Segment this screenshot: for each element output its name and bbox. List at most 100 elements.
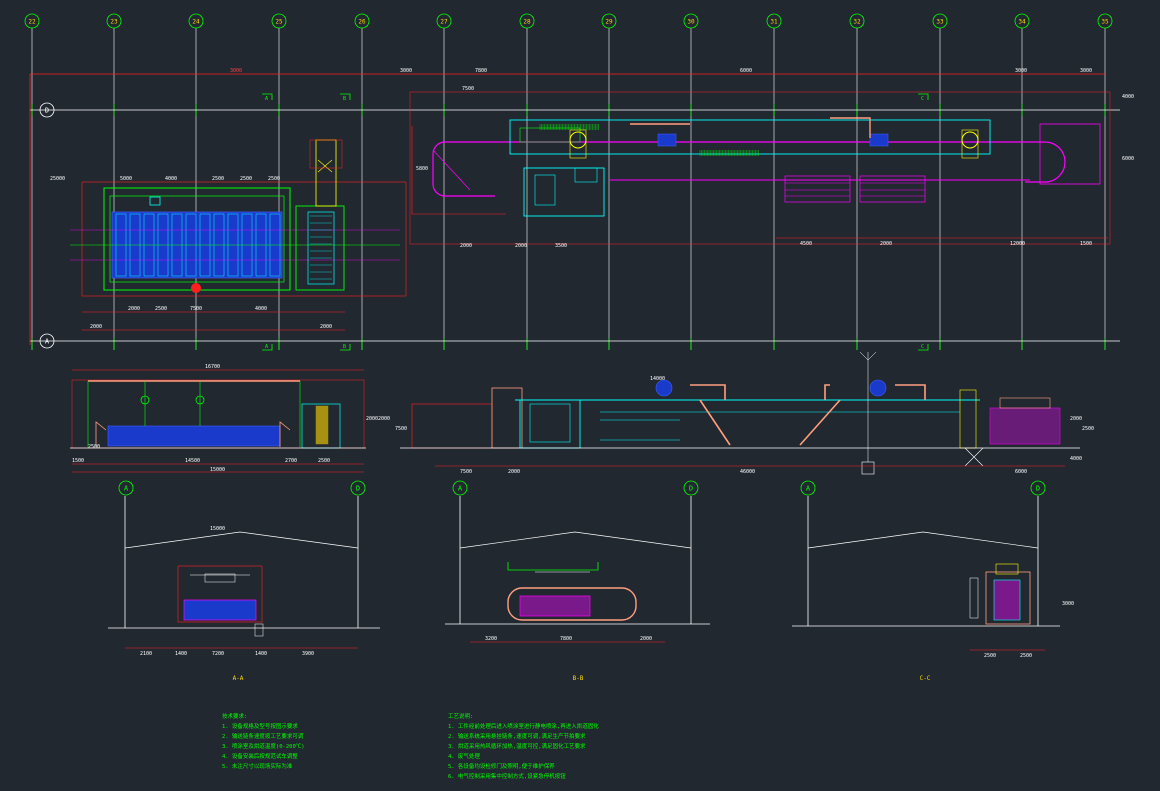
svg-text:D: D (689, 485, 693, 493)
svg-text:1400: 1400 (255, 651, 267, 657)
grid-axis-bubble (106, 13, 122, 29)
svg-text:2000: 2000 (128, 306, 140, 312)
plan-rack-area (784, 175, 926, 203)
elevation-right: 7500 2000 14000 2500 4000 7500 2000 4600… (395, 351, 1094, 475)
axis-label-a: A (45, 338, 50, 346)
plan-spray-booth: 25000 5000 4000 2500 2500 2500 2000 2500… (50, 139, 407, 331)
svg-text:7500: 7500 (190, 306, 202, 312)
grid-axis-label: 34 (1018, 19, 1026, 26)
svg-text:7500: 7500 (462, 86, 474, 92)
svg-text:14500: 14500 (185, 458, 200, 464)
svg-text:16700: 16700 (205, 364, 220, 370)
svg-text:2000: 2000 (378, 416, 390, 422)
svg-text:25000: 25000 (50, 176, 65, 182)
grid-axis-bubble (519, 13, 535, 29)
section-caption-c: C-C (920, 675, 931, 682)
svg-text:2000: 2000 (508, 469, 520, 475)
grid-axis-bubble (932, 13, 948, 29)
svg-text:14000: 14000 (650, 376, 665, 382)
grid-axis-bubble (271, 13, 287, 29)
grid-axis-bubble (436, 13, 452, 29)
svg-text:2000: 2000 (90, 324, 102, 330)
svg-text:A: A (124, 485, 129, 493)
svg-text:3900: 3900 (302, 651, 314, 657)
svg-text:2000: 2000 (515, 243, 527, 249)
grid-axis-label: 31 (770, 19, 778, 26)
svg-text:2500: 2500 (1082, 426, 1094, 432)
notes-left: 技术要求: 1. 设备规格及型号按图示要求 2. 输送链条速度按工艺要求可调 3… (222, 712, 305, 770)
svg-text:4. 设备安装后按规范试车调整: 4. 设备安装后按规范试车调整 (222, 752, 298, 760)
oven-hatch-lines (539, 124, 759, 156)
svg-text:A: A (458, 485, 463, 493)
grid-axis-label: 29 (605, 19, 613, 26)
svg-text:1. 工件经前处理后进入喷涂室进行静电喷涂,再进入烘道固化: 1. 工件经前处理后进入喷涂室进行静电喷涂,再进入烘道固化 (448, 722, 599, 730)
notes-left-title: 技术要求: (222, 712, 247, 720)
section-view-b: 3200 7800 2000 A D B-B (445, 480, 710, 682)
svg-text:4000: 4000 (1122, 94, 1134, 100)
elevation-left: 16700 2000 2000 2500 1500 15000 14500 27… (70, 364, 390, 473)
svg-text:5800: 5800 (416, 166, 428, 172)
grid-axis-label: 30 (687, 19, 695, 26)
svg-text:3500: 3500 (555, 243, 567, 249)
svg-text:2500: 2500 (240, 176, 252, 182)
grid-axis-label: 25 (275, 19, 283, 26)
grid-axis-bubble (24, 13, 40, 29)
svg-text:3200: 3200 (485, 636, 497, 642)
notes-right: 工艺说明: 1. 工件经前处理后进入喷涂室进行静电喷涂,再进入烘道固化 2. 输… (448, 712, 599, 780)
svg-text:2500: 2500 (268, 176, 280, 182)
svg-text:2000: 2000 (1070, 416, 1082, 422)
svg-text:5. 各设备均设检修门及照明,便于维护保养: 5. 各设备均设检修门及照明,便于维护保养 (448, 762, 555, 770)
svg-text:3000: 3000 (1080, 68, 1092, 74)
grid-axis-bubble (1014, 13, 1030, 29)
svg-text:15000: 15000 (210, 467, 225, 473)
svg-text:4000: 4000 (165, 176, 177, 182)
plan-oven-conveyor: 7500 5800 2000 3500 2000 6000 4000 4500 … (409, 86, 1134, 249)
section-marker-b-bottom: B (343, 344, 346, 350)
grid-axis-label: 23 (110, 19, 118, 26)
plan-axis-lines (29, 73, 1120, 345)
svg-text:6000: 6000 (740, 68, 752, 74)
axis-label-d: D (45, 107, 49, 115)
svg-text:6000: 6000 (1122, 156, 1134, 162)
svg-text:46000: 46000 (740, 469, 755, 475)
grid-axis-label: 28 (523, 19, 531, 26)
svg-text:4500: 4500 (800, 241, 812, 247)
svg-text:7500: 7500 (460, 469, 472, 475)
top-dimension-row: 3000 3000 7800 6000 3000 3000 (230, 68, 1092, 74)
svg-text:3. 烘道采用热风循环加热,温度可控,满足固化工艺要求: 3. 烘道采用热风循环加热,温度可控,满足固化工艺要求 (448, 742, 586, 750)
svg-text:2000: 2000 (460, 243, 472, 249)
axis-bubble-a: A (39, 333, 55, 349)
svg-text:2500: 2500 (1020, 653, 1032, 659)
section-marker-c-bottom: C (921, 344, 924, 350)
svg-text:1500: 1500 (72, 458, 84, 464)
svg-text:5000: 5000 (120, 176, 132, 182)
svg-text:2700: 2700 (285, 458, 297, 464)
svg-text:D: D (356, 485, 360, 493)
svg-text:2500: 2500 (88, 444, 100, 450)
grid-axis-label: 26 (358, 19, 366, 26)
svg-text:6. 电气控制采用集中控制方式,设紧急停机按钮: 6. 电气控制采用集中控制方式,设紧急停机按钮 (448, 772, 566, 780)
svg-text:1500: 1500 (1080, 241, 1092, 247)
svg-text:3000: 3000 (1062, 601, 1074, 607)
grid-axis-bubble (188, 13, 204, 29)
section-view-c: 2500 2500 3000 A D C-C (792, 480, 1074, 682)
svg-text:2. 输送链条速度按工艺要求可调: 2. 输送链条速度按工艺要求可调 (222, 732, 304, 740)
svg-text:2500: 2500 (984, 653, 996, 659)
section-view-a: 15000 2100 1400 7200 1400 3900 A D A-A (108, 480, 380, 682)
svg-text:1400: 1400 (175, 651, 187, 657)
svg-text:7500: 7500 (395, 426, 407, 432)
svg-text:A: A (806, 485, 811, 493)
grid-axis-label: 33 (936, 19, 944, 26)
svg-text:2000: 2000 (640, 636, 652, 642)
grid-axis-label: 32 (853, 19, 861, 26)
grid-axis-bubble (601, 13, 617, 29)
grid-axis-bubble (1097, 13, 1113, 29)
svg-text:7200: 7200 (212, 651, 224, 657)
grid-axis-label: 24 (192, 19, 200, 26)
svg-text:2000: 2000 (366, 416, 378, 422)
section-caption-a: A-A (233, 675, 244, 682)
svg-text:2000: 2000 (320, 324, 332, 330)
svg-text:12000: 12000 (1010, 241, 1025, 247)
svg-text:4000: 4000 (255, 306, 267, 312)
